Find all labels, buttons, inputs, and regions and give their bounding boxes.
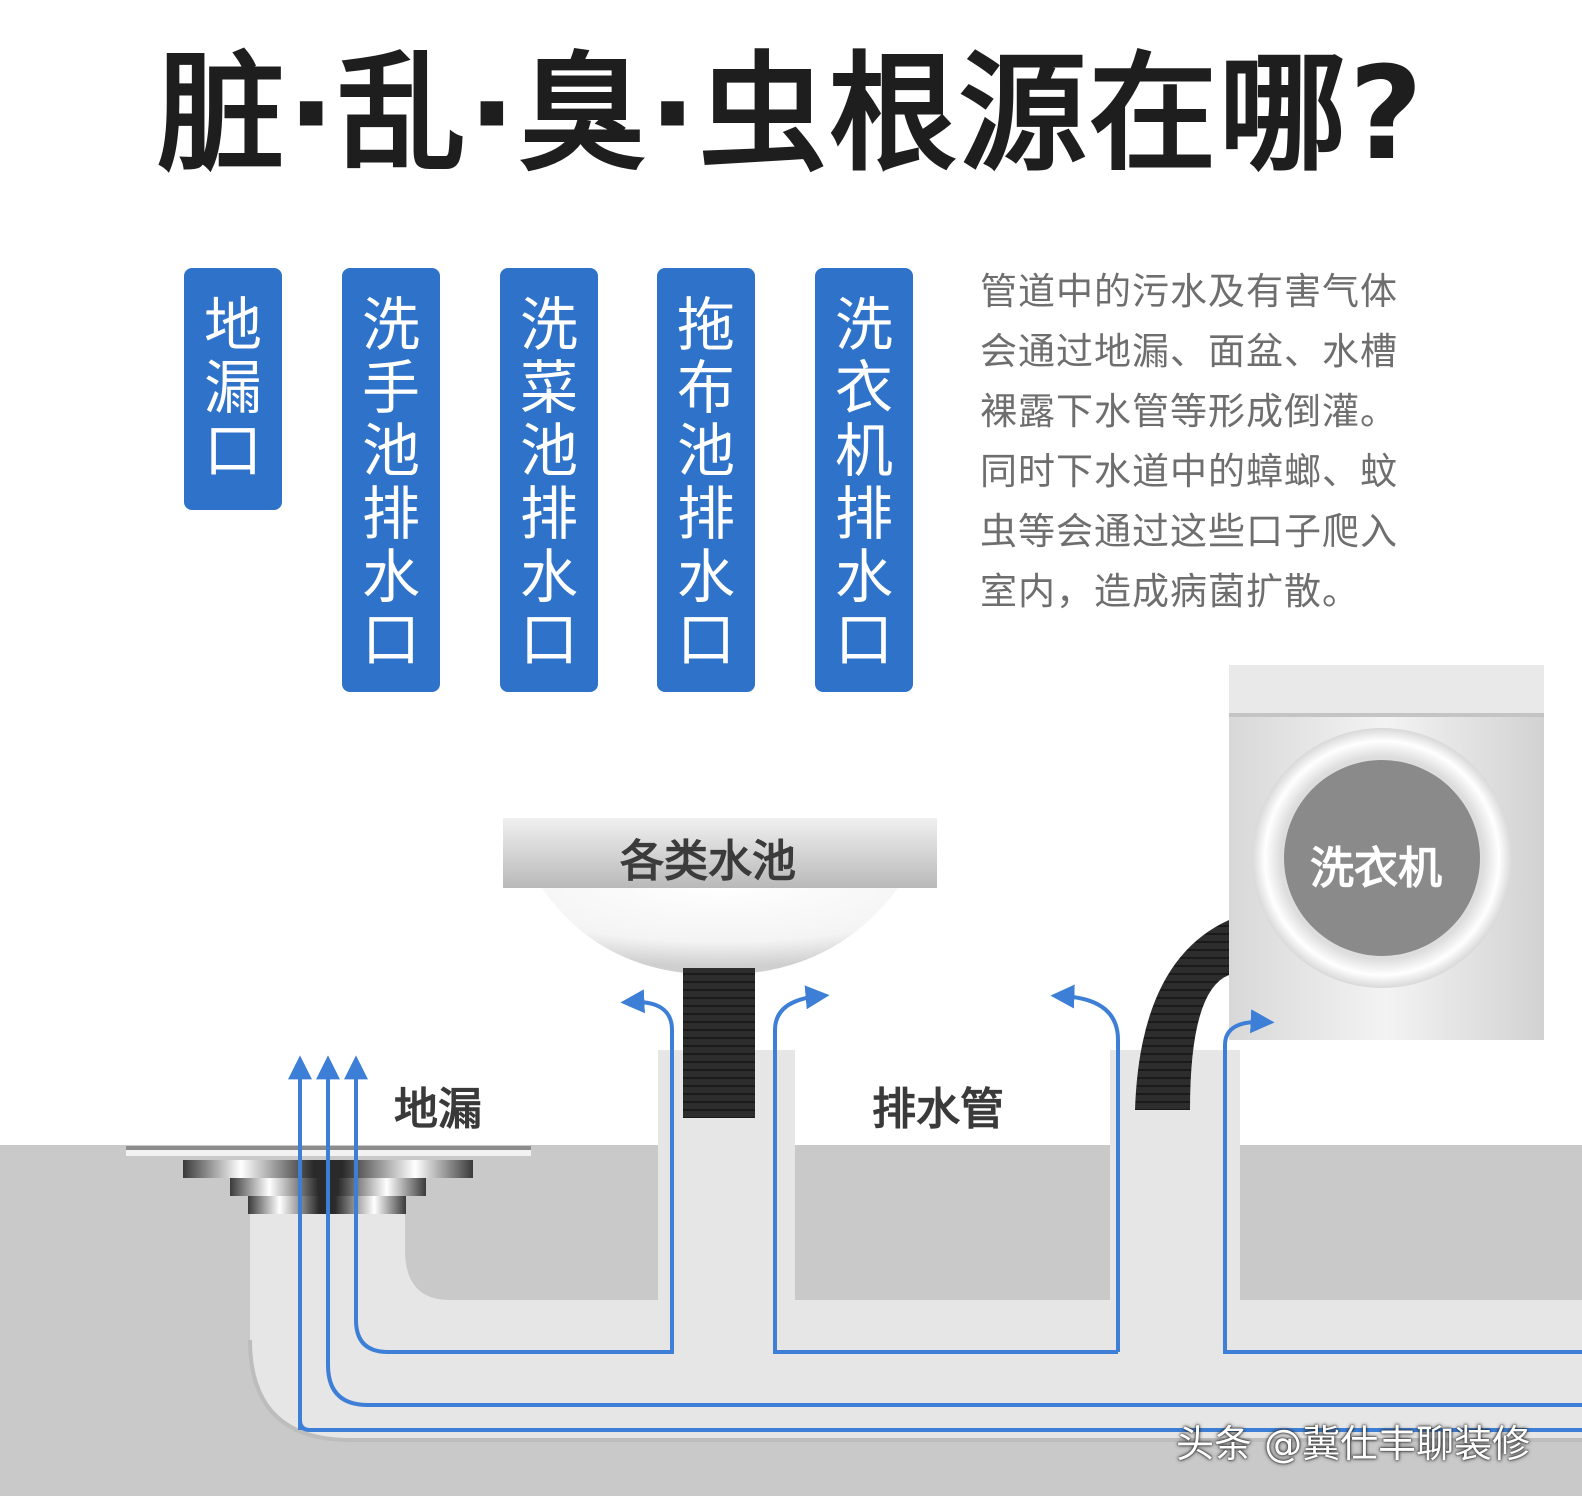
tag-char: 排 [361, 480, 420, 548]
washing-machine [1135, 665, 1544, 1110]
tag-char: 洗 [519, 291, 578, 359]
tag-washer-drain: 洗 衣 机 排 水 口 [815, 268, 913, 692]
description-line: 虫等会通过这些口子爬入 [980, 510, 1398, 553]
tag-char: 洗 [361, 291, 420, 359]
tag-char: 口 [361, 606, 420, 674]
tag-char: 漏 [203, 354, 262, 422]
description-line: 裸露下水管等形成倒灌。 [980, 390, 1398, 433]
page-title: 脏·乱·臭·虫根源在哪? [156, 40, 1426, 189]
floor-drain-label: 地漏 [394, 1084, 482, 1135]
description-line: 会通过地漏、面盆、水槽 [980, 330, 1398, 373]
description-line: 管道中的污水及有害气体 [980, 270, 1398, 313]
tag-char: 排 [676, 480, 735, 548]
tag-char: 地 [203, 291, 262, 359]
tag-char: 池 [361, 417, 420, 485]
tag-char: 口 [519, 606, 578, 674]
description-line: 室内，造成病菌扩散。 [980, 570, 1360, 613]
tag-char: 水 [676, 543, 735, 611]
tag-char: 机 [834, 417, 893, 485]
tag-char: 洗 [834, 291, 893, 359]
watermark: 头条 @冀仕丰聊装修 [1176, 1422, 1531, 1466]
drain-pipe-label: 排水管 [872, 1084, 1004, 1135]
pipe-network [250, 1050, 1582, 1440]
flow-lines [288, 984, 1582, 1432]
washer-label: 洗衣机 [1310, 843, 1442, 894]
tag-char: 衣 [834, 354, 893, 422]
tag-char: 水 [519, 543, 578, 611]
tag-floor-drain: 地 漏 口 [184, 268, 282, 510]
tag-char: 池 [676, 417, 735, 485]
description-line: 同时下水道中的蟑螂、蚊 [980, 450, 1398, 493]
tag-char: 排 [519, 480, 578, 548]
tag-char: 布 [676, 354, 735, 422]
tag-char: 水 [361, 543, 420, 611]
tag-char: 手 [361, 354, 420, 422]
basin-label: 各类水池 [620, 836, 796, 887]
tag-char: 排 [834, 480, 893, 548]
tag-mop-sink-drain: 拖 布 池 排 水 口 [657, 268, 755, 692]
tag-char: 拖 [676, 291, 735, 359]
basin [503, 818, 937, 1118]
tag-char: 口 [834, 606, 893, 674]
tag-char: 水 [834, 543, 893, 611]
tag-handbasin-drain: 洗 手 池 排 水 口 [342, 268, 440, 692]
tag-char: 口 [203, 417, 262, 485]
tag-char: 池 [519, 417, 578, 485]
tag-char: 菜 [519, 354, 578, 422]
tag-vegetable-sink-drain: 洗 菜 池 排 水 口 [500, 268, 598, 692]
tag-char: 口 [676, 606, 735, 674]
description: 管道中的污水及有害气体 会通过地漏、面盆、水槽 裸露下水管等形成倒灌。 同时下水… [980, 262, 1430, 622]
